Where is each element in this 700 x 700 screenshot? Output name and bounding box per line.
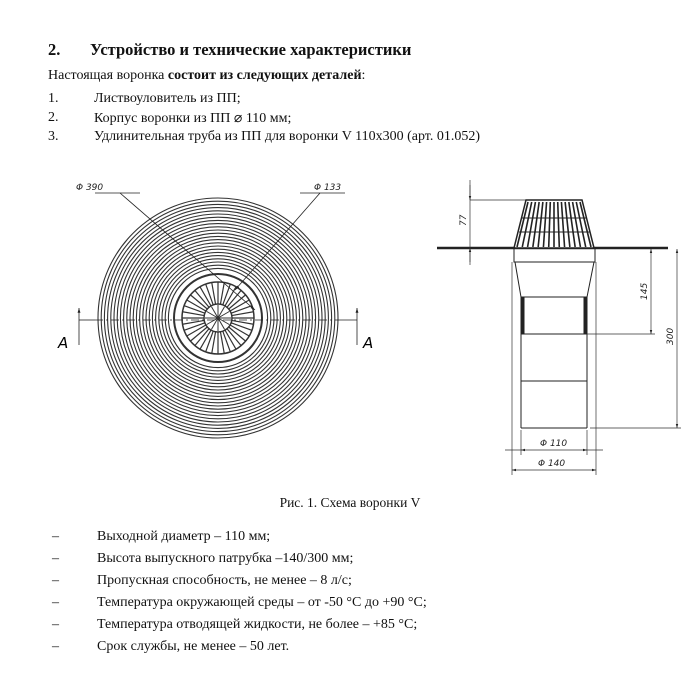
intro-prefix: Настоящая воронка: [48, 68, 168, 83]
flange-ring: [126, 226, 310, 410]
flange-ring: [148, 248, 288, 388]
intro-text: Настоящая воронка состоит из следующих д…: [48, 68, 365, 84]
spec-dash: –: [52, 529, 59, 544]
flange-ring: [113, 213, 323, 423]
flange-ring: [123, 223, 313, 413]
dim-outer-diameter: Φ 390: [76, 183, 103, 193]
part-text: Корпус воронки из ПП ⌀ 110 мм;: [94, 111, 292, 126]
flange-ring: [119, 219, 317, 417]
flange-ring: [145, 245, 291, 391]
flange-ring: [158, 258, 278, 378]
dim-body-diameter: Φ 140: [538, 459, 565, 469]
section-number: 2.: [48, 40, 61, 59]
part-num: 3.: [48, 129, 59, 144]
dim-total-height: 300: [666, 328, 676, 345]
flange-ring: [151, 251, 285, 385]
spec-item: Срок службы, не менее – 50 лет.: [97, 639, 290, 654]
section-label-left: A: [57, 334, 68, 352]
flange-ring: [155, 255, 281, 381]
flange-ring: [135, 235, 301, 401]
flange-ring: [100, 200, 336, 436]
flange-ring: [107, 207, 329, 429]
section-title: Устройство и технические характеристики: [90, 40, 412, 59]
spec-item: Температура окружающей среды – от -50 °С…: [97, 595, 427, 610]
plan-dimensions: [77, 192, 359, 345]
dim-mid-height: 145: [640, 283, 650, 300]
dim-pipe-diameter: Φ 110: [540, 439, 567, 449]
spec-dash: –: [52, 595, 59, 610]
spec-dash: –: [52, 617, 59, 632]
part-num: 1.: [48, 91, 59, 106]
spec-item: Температура отводящей жидкости, не более…: [97, 617, 418, 632]
spec-item: Пропускная способность, не менее – 8 л/с…: [97, 573, 352, 588]
spec-dash: –: [52, 573, 59, 588]
flange-ring: [116, 216, 320, 420]
flange-ring: [103, 203, 333, 433]
spec-dash: –: [52, 639, 59, 654]
dim-inner-diameter: Φ 133: [314, 183, 341, 193]
plan-view: [97, 197, 339, 439]
spec-dash: –: [52, 551, 59, 566]
spec-item: Выходной диаметр – 110 мм;: [97, 529, 271, 544]
flange-ring: [142, 242, 294, 394]
side-view: [437, 199, 668, 429]
part-text: Удлинительная труба из ПП для воронки V …: [94, 129, 480, 144]
part-text: Листвоуловитель из ПП;: [94, 91, 241, 106]
flange-ring: [139, 239, 297, 397]
flange-ring: [167, 267, 269, 369]
flange-ring: [132, 232, 304, 404]
figure-caption: Рис. 1. Схема воронки V: [279, 495, 421, 510]
dim-grate-height: 77: [459, 214, 469, 226]
intro-bold: состоит из следующих деталей: [167, 68, 362, 83]
flange-ring: [97, 197, 339, 439]
flange-ring: [129, 229, 307, 407]
side-dimensions: [468, 180, 681, 475]
section-label-right: A: [362, 334, 373, 352]
flange-ring: [110, 210, 326, 426]
flange-ring: [161, 261, 275, 375]
flange-ring: [164, 264, 272, 372]
intro-suffix: :: [361, 68, 366, 83]
spec-item: Высота выпускного патрубка –140/300 мм;: [97, 551, 354, 566]
part-num: 2.: [48, 110, 59, 125]
